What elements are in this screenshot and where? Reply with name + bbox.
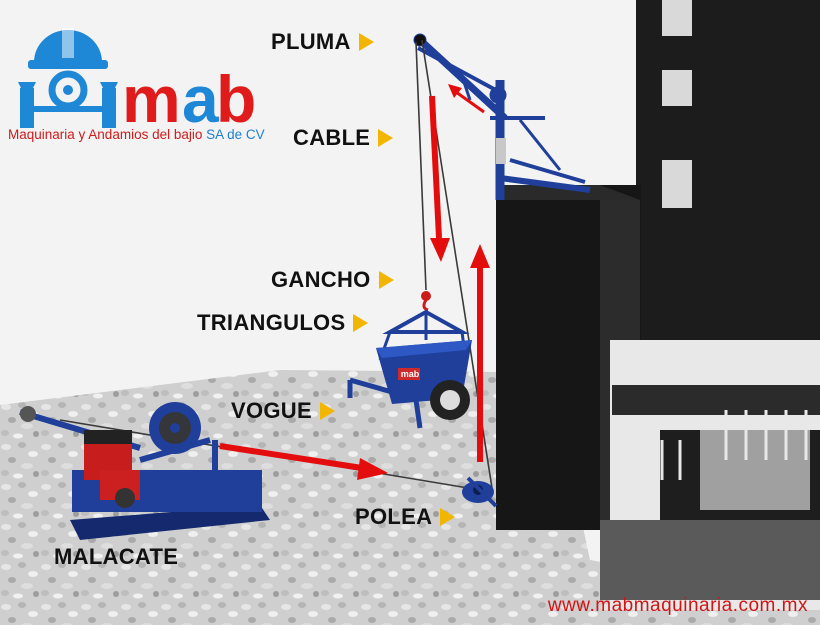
label-vogue: VOGUE xyxy=(231,398,335,424)
flow-arrows xyxy=(219,84,490,480)
gravel-ground xyxy=(0,370,820,625)
label-malacate-text: MALACATE xyxy=(54,544,179,569)
tagline-text: Maquinaria y Andamios del bajio xyxy=(8,127,203,142)
pointer-arrow-icon xyxy=(378,129,394,147)
vogue-cart xyxy=(347,291,472,429)
crane-pluma xyxy=(413,33,591,200)
svg-text:m: m xyxy=(122,62,178,136)
pointer-arrow-icon xyxy=(358,33,374,51)
label-triangulos-text: TRIANGULOS xyxy=(197,310,346,335)
label-malacate: MALACATE xyxy=(54,544,178,570)
svg-text:b: b xyxy=(216,62,254,136)
cart-brand-badge: mab xyxy=(400,369,420,379)
pulley-polea xyxy=(462,476,498,508)
winch-malacate xyxy=(19,402,270,540)
mab-logo: m a b xyxy=(18,28,257,136)
label-pluma: PLUMA xyxy=(271,29,374,55)
pointer-arrow-icon xyxy=(378,271,394,289)
label-cable: CABLE xyxy=(293,125,394,151)
label-triangulos: TRIANGULOS xyxy=(197,310,369,336)
label-polea-text: POLEA xyxy=(355,504,433,529)
svg-text:a: a xyxy=(182,62,220,136)
pointer-arrow-icon xyxy=(353,314,369,332)
label-gancho-text: GANCHO xyxy=(271,267,371,292)
website-url[interactable]: www.mabmaquinaria.com.mx xyxy=(547,595,808,616)
brand-tagline: Maquinaria y Andamios del bajio SA de CV xyxy=(8,127,265,142)
label-pluma-text: PLUMA xyxy=(271,29,351,54)
building xyxy=(496,0,820,610)
wrench-letter-m-icon xyxy=(18,82,118,128)
helmet-gear-icon xyxy=(28,28,108,110)
tagline-suffix: SA de CV xyxy=(206,127,265,142)
label-cable-text: CABLE xyxy=(293,125,371,150)
pointer-arrow-icon xyxy=(440,508,456,526)
label-vogue-text: VOGUE xyxy=(231,398,312,423)
pointer-arrow-icon xyxy=(319,402,335,420)
label-gancho: GANCHO xyxy=(271,267,394,293)
label-polea: POLEA xyxy=(355,504,456,530)
